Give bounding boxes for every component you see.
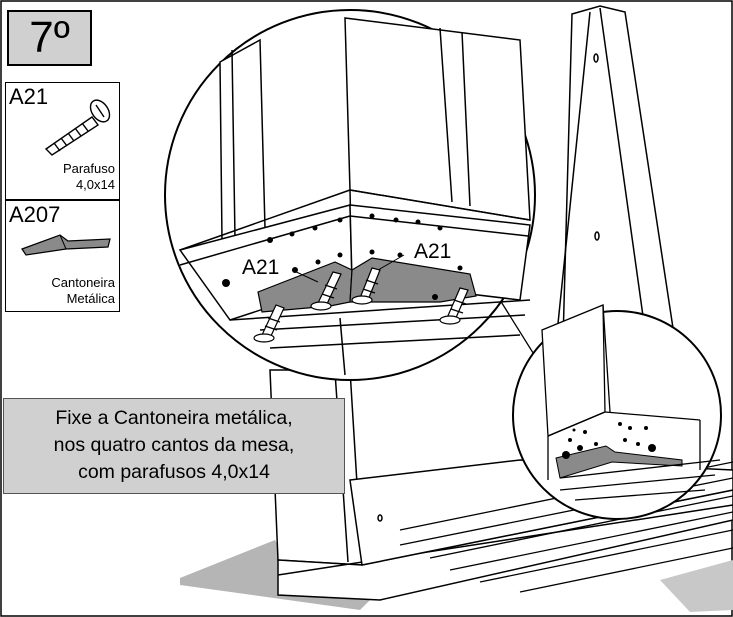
screw-right bbox=[439, 287, 469, 325]
instruction-line: com parafusos 4,0x14 bbox=[78, 461, 270, 483]
part-code: A21 bbox=[9, 84, 49, 109]
part-size: 4,0x14 bbox=[75, 177, 115, 192]
screw-icon bbox=[44, 99, 111, 156]
part-code: A207 bbox=[9, 202, 61, 227]
part-panel-a21: A21 Parafuso 4,0x14 bbox=[5, 82, 120, 200]
screw-left bbox=[253, 304, 285, 343]
callout-leader-right bbox=[377, 254, 405, 271]
instruction-note: Fixe a Cantoneira metálica, nos quatro c… bbox=[3, 398, 345, 494]
part-panel-a207: A207 Cantoneira Metálica bbox=[5, 200, 120, 312]
screw-center-left bbox=[310, 271, 342, 311]
detail-circle-small bbox=[512, 304, 722, 520]
step-number: 7º bbox=[7, 10, 92, 66]
part-description: Parafuso 4,0x14 bbox=[63, 161, 115, 193]
corner-bracket-right bbox=[349, 257, 477, 303]
part-size: Metálica bbox=[66, 291, 115, 306]
detail-circle-large bbox=[164, 9, 536, 381]
part-description: Cantoneira Metálica bbox=[51, 275, 115, 307]
part-name: Cantoneira bbox=[51, 275, 115, 290]
callout-leader-left bbox=[291, 269, 319, 283]
instruction-line: Fixe a Cantoneira metálica, bbox=[55, 407, 293, 429]
corner-bracket-icon bbox=[21, 234, 111, 256]
part-name: Parafuso bbox=[62, 161, 115, 176]
floor-shadow-right bbox=[660, 560, 733, 612]
callout-label-left: A21 bbox=[242, 256, 280, 279]
instruction-line: nos quatro cantos da mesa, bbox=[53, 434, 295, 456]
callout-label-right: A21 bbox=[414, 240, 452, 263]
screw-center-right bbox=[351, 267, 381, 305]
